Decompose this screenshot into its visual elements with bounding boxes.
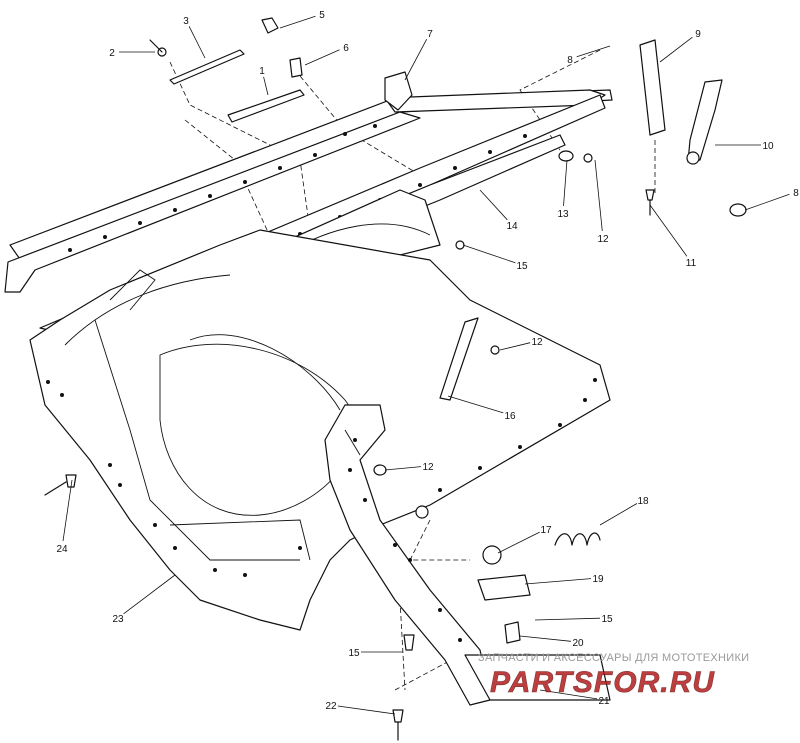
callout-leader-c17 <box>497 531 540 554</box>
callout-number-c17: 17 <box>540 525 552 536</box>
callout-number-c16: 16 <box>504 411 516 422</box>
callout-number-c23: 23 <box>112 614 124 625</box>
callout-number-c18: 18 <box>637 496 649 507</box>
callout-number-c14: 14 <box>506 221 518 232</box>
watermark-tagline: ЗАПЧАСТИ И АКСЕССУАРЫ ДЛЯ МОТОТЕХНИКИ <box>478 652 749 664</box>
callout-leader-c18 <box>599 503 638 526</box>
callout-leader-c12c <box>384 466 422 471</box>
callout-number-c15b: 15 <box>601 614 613 625</box>
callout-number-c12c: 12 <box>422 462 434 473</box>
callout-number-c7: 7 <box>427 29 433 40</box>
callout-number-c12a: 12 <box>597 234 609 245</box>
callout-number-c6: 6 <box>343 43 349 54</box>
callout-leader-c8b <box>744 193 790 211</box>
callout-leader-c1 <box>263 76 269 96</box>
callout-number-c8a: 8 <box>567 55 573 66</box>
callout-number-c13: 13 <box>557 209 569 220</box>
callout-number-c20: 20 <box>572 638 584 649</box>
callout-number-c8b: 8 <box>793 188 799 199</box>
callout-number-c1: 1 <box>259 66 265 77</box>
callout-number-c22: 22 <box>325 701 337 712</box>
callout-leader-c24 <box>62 479 73 542</box>
callout-leader-c12a <box>594 159 603 232</box>
callout-number-c11: 11 <box>686 258 697 269</box>
lower-body <box>29 229 611 631</box>
callout-number-c21: 21 <box>598 696 610 707</box>
callout-number-c12b: 12 <box>531 337 543 348</box>
upper-rail-holes <box>68 124 377 252</box>
callout-leader-c8a <box>576 45 611 58</box>
callout-leader-c9 <box>659 36 693 63</box>
watermark-logo: PARTSFOR.RU <box>490 666 715 699</box>
callout-leader-c15a <box>462 244 516 264</box>
callout-leader-c16 <box>447 395 504 414</box>
callout-number-c24: 24 <box>56 544 68 555</box>
hardware-parts <box>44 17 747 741</box>
callout-leader-c11 <box>649 204 688 257</box>
watermark: ЗАПЧАСТИ И АКСЕССУАРЫ ДЛЯ МОТОТЕХНИКИ PA… <box>478 652 749 699</box>
callout-leader-c3 <box>188 26 206 59</box>
callout-leader-c21 <box>539 689 598 700</box>
callout-leader-c15b <box>534 617 601 621</box>
callout-number-c15a: 15 <box>516 261 528 272</box>
callout-leader-c23 <box>123 574 176 615</box>
callout-leader-c22 <box>337 705 396 715</box>
front-arm <box>324 404 611 706</box>
callout-leader-c5 <box>279 15 316 29</box>
callout-number-c9: 9 <box>695 29 701 40</box>
callout-leader-c13 <box>563 159 568 207</box>
callout-leader-c14 <box>479 189 508 221</box>
callout-leader-c12b <box>499 342 531 351</box>
callout-labels: 1235678910811121314151216121817191520152… <box>56 10 799 715</box>
callout-leader-c7 <box>404 39 428 81</box>
callout-leader-c20 <box>519 635 572 642</box>
callout-number-c15c: 15 <box>348 648 360 659</box>
callout-number-c19: 19 <box>592 574 604 585</box>
callout-number-c5: 5 <box>319 10 325 21</box>
callout-number-c3: 3 <box>183 16 189 27</box>
callout-leader-c19 <box>524 578 592 585</box>
callout-number-c2: 2 <box>109 48 115 59</box>
lower-body-holes <box>46 378 597 577</box>
callout-number-c10: 10 <box>762 141 774 152</box>
callout-leader-c6 <box>304 49 340 66</box>
